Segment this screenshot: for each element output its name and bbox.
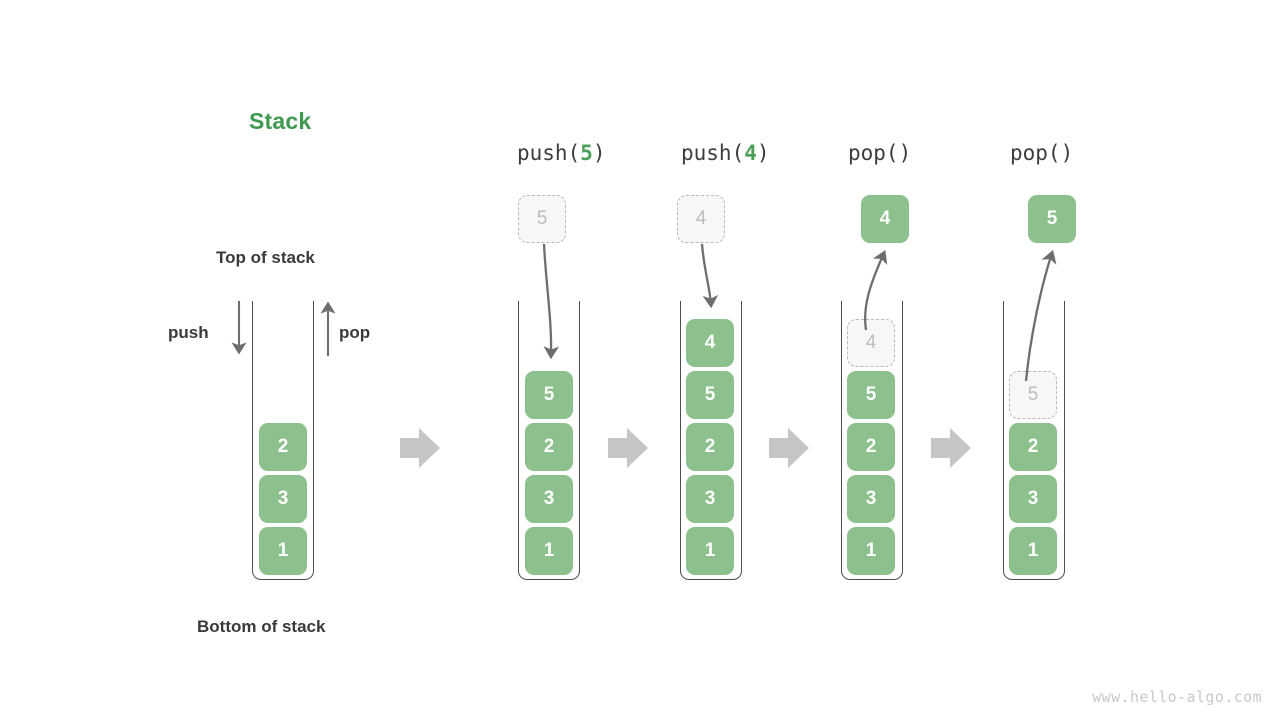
stack-node: 3 — [525, 475, 573, 523]
header-text-prefix: pop() — [848, 141, 912, 165]
stack-node: 1 — [1009, 527, 1057, 575]
stack-container-initial — [252, 301, 314, 580]
stack-container-push-4 — [680, 301, 742, 580]
transition-arrow — [931, 428, 971, 468]
transition-arrow — [769, 428, 809, 468]
popped-node: 4 — [861, 195, 909, 243]
stack-node: 2 — [525, 423, 573, 471]
incoming-node-ghost: 4 — [677, 195, 725, 243]
header-text-prefix: push( — [517, 141, 581, 165]
transition-arrow — [608, 428, 648, 468]
header-text-suffix: ) — [592, 141, 606, 165]
label-push: push — [168, 323, 209, 342]
popped-node: 5 — [1028, 195, 1076, 243]
header-arg-value: 4 — [744, 141, 757, 165]
header-arg-value: 5 — [580, 141, 593, 165]
column-header-push-5: push(5) — [517, 141, 606, 165]
stack-container-push-5 — [518, 301, 580, 580]
stack-node: 3 — [1009, 475, 1057, 523]
stack-node: 1 — [525, 527, 573, 575]
removed-node-ghost: 4 — [847, 319, 895, 367]
stack-node: 2 — [259, 423, 307, 471]
stack-node: 4 — [686, 319, 734, 367]
column-header-pop-2: pop() — [1010, 141, 1073, 165]
transition-arrow — [400, 428, 440, 468]
header-text-prefix: push( — [681, 141, 745, 165]
stack-node: 3 — [847, 475, 895, 523]
header-text-prefix: pop() — [1010, 141, 1074, 165]
stack-container-pop-2 — [1003, 301, 1065, 580]
stack-node: 2 — [1009, 423, 1057, 471]
stack-node: 5 — [686, 371, 734, 419]
column-header-pop-1: pop() — [848, 141, 911, 165]
removed-node-ghost: 5 — [1009, 371, 1057, 419]
watermark: www.hello-algo.com — [1092, 688, 1262, 706]
stack-node: 2 — [847, 423, 895, 471]
push-motion-arrow — [700, 243, 719, 309]
stack-node: 1 — [259, 527, 307, 575]
stack-node: 1 — [686, 527, 734, 575]
stack-node: 5 — [847, 371, 895, 419]
stack-node: 3 — [259, 475, 307, 523]
stack-container-pop-1 — [841, 301, 903, 580]
stack-node: 3 — [686, 475, 734, 523]
stack-node: 2 — [686, 423, 734, 471]
label-top-of-stack: Top of stack — [216, 248, 315, 267]
label-bottom-of-stack: Bottom of stack — [197, 617, 326, 636]
column-header-push-4: push(4) — [681, 141, 770, 165]
page-title: Stack — [249, 108, 312, 134]
stack-node: 5 — [525, 371, 573, 419]
incoming-node-ghost: 5 — [518, 195, 566, 243]
label-pop: pop — [339, 323, 371, 342]
header-text-suffix: ) — [756, 141, 770, 165]
stack-node: 1 — [847, 527, 895, 575]
